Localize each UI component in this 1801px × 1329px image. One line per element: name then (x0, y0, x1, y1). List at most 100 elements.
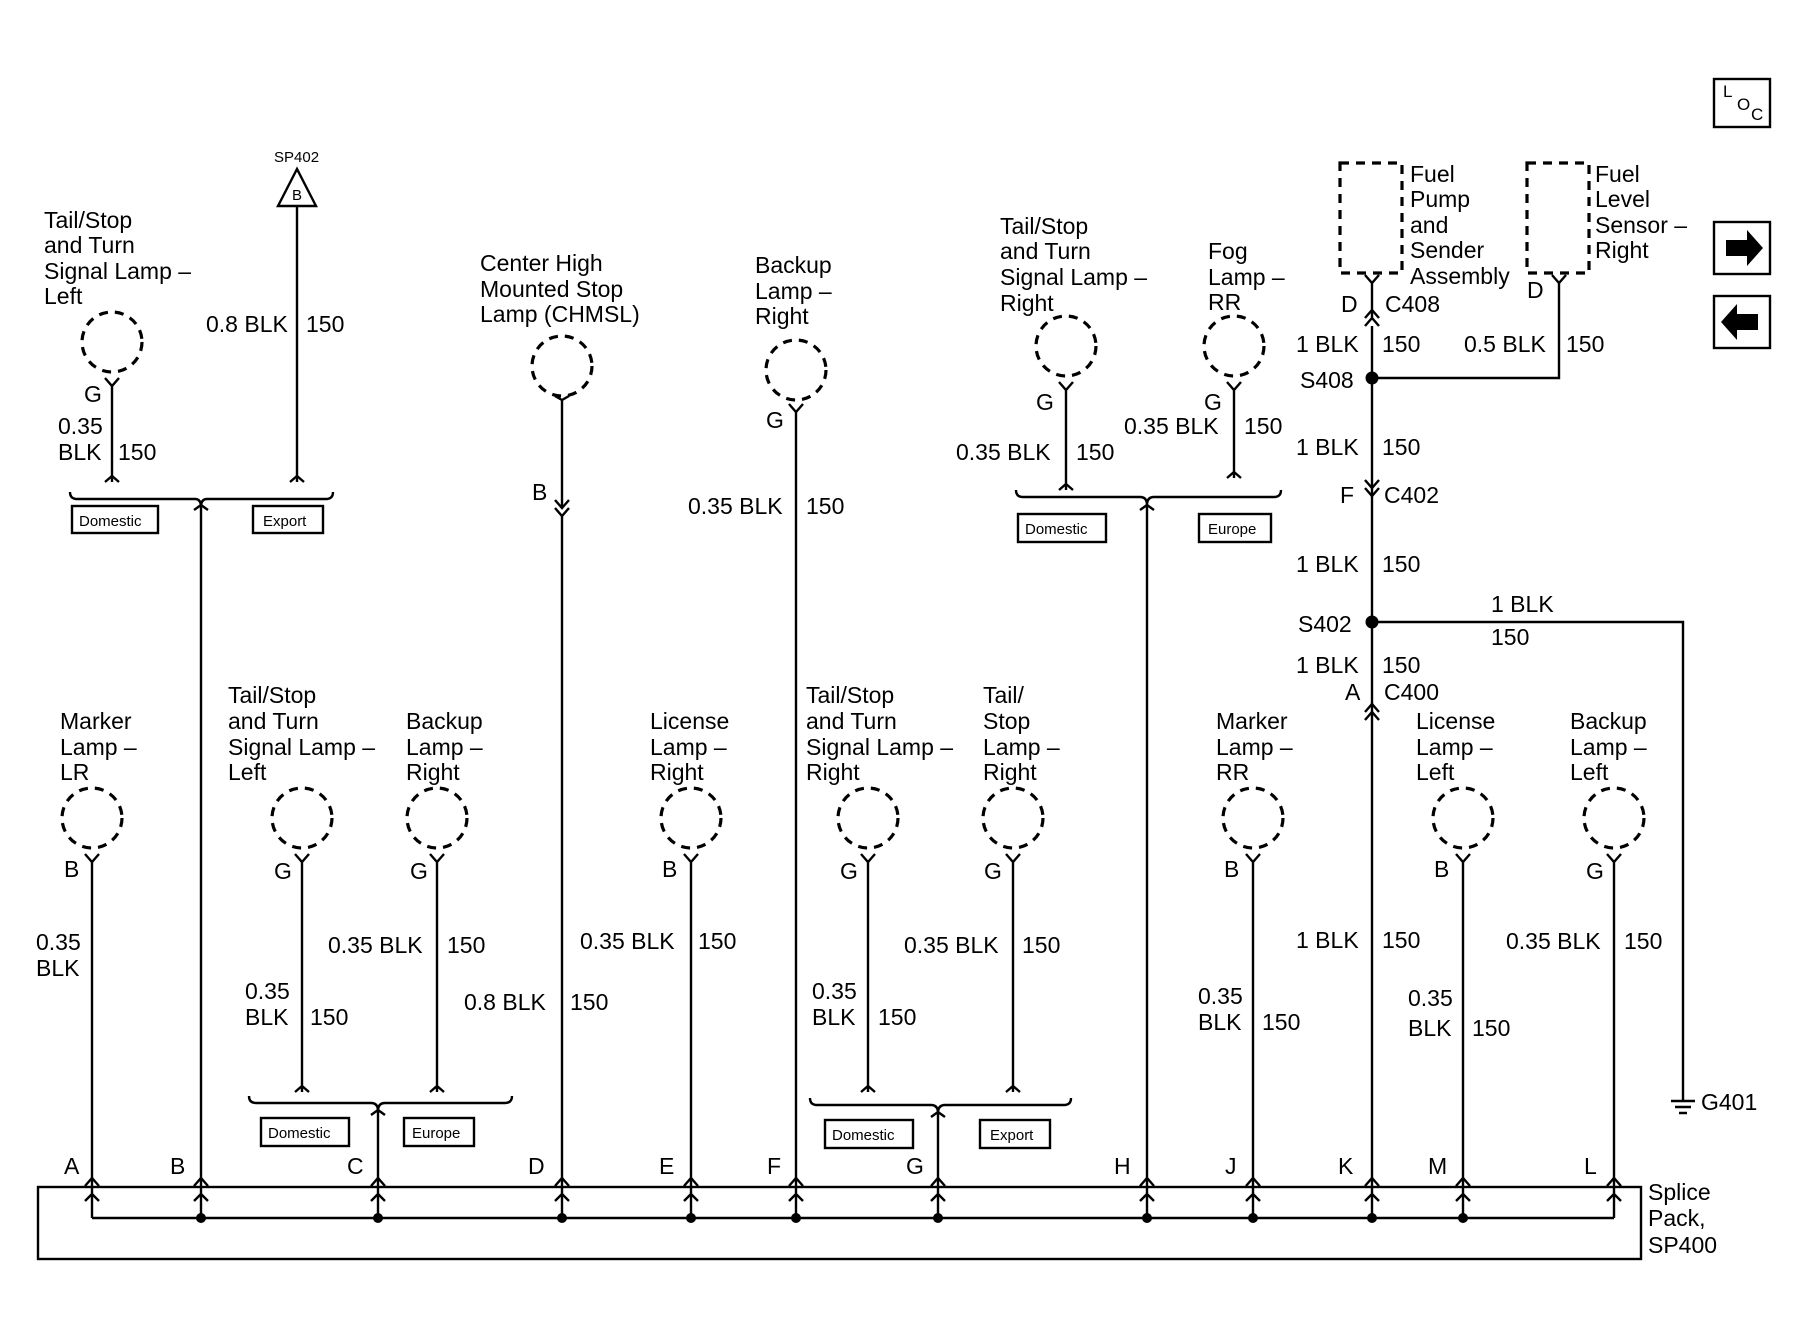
loc-icon[interactable]: L O C (1712, 77, 1772, 129)
svg-text:G: G (1204, 389, 1222, 415)
svg-text:1 BLK: 1 BLK (1296, 434, 1359, 460)
svg-text:Signal Lamp –: Signal Lamp – (1000, 264, 1147, 290)
svg-text:0.8 BLK: 0.8 BLK (206, 311, 288, 337)
svg-text:0.35: 0.35 (58, 413, 103, 439)
svg-text:Right: Right (983, 759, 1037, 785)
arrow-right-icon[interactable] (1712, 220, 1772, 276)
svg-text:B: B (1434, 856, 1449, 882)
svg-text:RR: RR (1216, 759, 1249, 785)
lamp-symbol (1221, 786, 1285, 850)
tail-stop-lamp-right: Tail/ Stop Lamp – Right G (981, 682, 1060, 884)
splice-pack-pin-connector (193, 1176, 209, 1218)
svg-text:LR: LR (60, 759, 89, 785)
svg-text:150: 150 (1244, 413, 1282, 439)
svg-text:Left: Left (1416, 759, 1455, 785)
fuel-pump-sender-assembly: Fuel Pump and Sender Assembly (1338, 161, 1510, 289)
svg-text:Right: Right (1595, 237, 1649, 263)
svg-text:G: G (274, 858, 292, 884)
svg-text:Level: Level (1595, 186, 1650, 212)
lamp-symbol (764, 338, 828, 402)
option-europe: Europe (402, 1116, 476, 1148)
svg-text:1 BLK: 1 BLK (1296, 652, 1359, 678)
svg-text:0.35 BLK: 0.35 BLK (1124, 413, 1219, 439)
svg-text:Lamp –: Lamp – (1570, 734, 1647, 760)
svg-text:B: B (662, 856, 677, 882)
svg-text:1 BLK: 1 BLK (1296, 331, 1359, 357)
svg-text:RR: RR (1208, 289, 1241, 315)
svg-text:Signal Lamp –: Signal Lamp – (44, 258, 191, 284)
svg-text:G: G (410, 858, 428, 884)
svg-text:Tail/: Tail/ (983, 682, 1025, 708)
svg-text:150: 150 (878, 1004, 916, 1030)
splice-junction-dot (933, 1213, 943, 1223)
svg-text:Lamp –: Lamp – (1216, 734, 1293, 760)
svg-text:0.35: 0.35 (1408, 985, 1453, 1011)
option-europe: Europe (1197, 512, 1273, 544)
svg-text:0.35: 0.35 (245, 978, 290, 1004)
splice-pack-sp400: Splice Pack, SP400 (36, 1179, 1717, 1261)
svg-text:Domestic: Domestic (1025, 521, 1088, 538)
svg-text:Export: Export (263, 513, 307, 530)
splice-junction-dot (557, 1213, 567, 1223)
svg-text:0.5 BLK: 0.5 BLK (1464, 331, 1546, 357)
svg-text:0.8 BLK: 0.8 BLK (464, 989, 546, 1015)
svg-text:Tail/Stop: Tail/Stop (1000, 213, 1088, 239)
svg-text:BLK: BLK (812, 1004, 856, 1030)
splice-pack-pin-connector (370, 1176, 386, 1218)
svg-text:Lamp –: Lamp – (406, 734, 483, 760)
backup-lamp-left: Backup Lamp – Left G (1570, 708, 1647, 884)
svg-text:0.35 BLK: 0.35 BLK (688, 493, 783, 519)
svg-text:Stop: Stop (983, 708, 1030, 734)
lamp-symbol (1582, 786, 1646, 850)
svg-text:and Turn: and Turn (806, 708, 897, 734)
svg-text:Marker: Marker (1216, 708, 1288, 734)
marker-lamp-lr: Marker Lamp – LR B (60, 708, 137, 882)
svg-text:BLK: BLK (58, 439, 102, 465)
svg-text:M: M (1428, 1153, 1447, 1179)
svg-text:Europe: Europe (412, 1125, 460, 1142)
svg-text:D: D (1527, 277, 1544, 303)
svg-text:C: C (1751, 105, 1763, 124)
svg-text:Tail/Stop: Tail/Stop (44, 207, 132, 233)
svg-text:Center High: Center High (480, 250, 603, 276)
svg-text:BLK: BLK (245, 1004, 289, 1030)
sp402-triangle: SP402 B (274, 149, 319, 208)
splice-junction-dot (373, 1213, 383, 1223)
svg-text:F: F (1340, 482, 1354, 508)
splice-pack-pin-connector (1139, 1176, 1155, 1218)
splice-pack-pin-connector (554, 1176, 570, 1218)
option-domestic: Domestic (1016, 512, 1108, 544)
backup-lamp-right-bottom: Backup Lamp – Right G (405, 708, 483, 884)
tail-stop-turn-lamp-left-bottom: Tail/Stop and Turn Signal Lamp – Left G (228, 682, 375, 884)
svg-text:0.35: 0.35 (812, 978, 857, 1004)
svg-text:1 BLK: 1 BLK (1491, 591, 1554, 617)
lamp-symbol (1202, 314, 1266, 378)
svg-text:Backup: Backup (1570, 708, 1647, 734)
svg-text:Tail/Stop: Tail/Stop (806, 682, 894, 708)
svg-text:C408: C408 (1385, 291, 1440, 317)
svg-text:Signal Lamp –: Signal Lamp – (806, 734, 953, 760)
license-lamp-right: License Lamp – Right B (650, 708, 729, 882)
svg-text:Lamp –: Lamp – (1416, 734, 1493, 760)
svg-text:Tail/Stop: Tail/Stop (228, 682, 316, 708)
svg-text:SP402: SP402 (274, 149, 319, 166)
fuel-level-sensor-right: Fuel Level Sensor – Right (1525, 161, 1687, 275)
svg-text:B: B (1224, 856, 1239, 882)
svg-text:Signal Lamp –: Signal Lamp – (228, 734, 375, 760)
svg-text:S408: S408 (1300, 367, 1354, 393)
svg-text:E: E (659, 1153, 674, 1179)
svg-text:150: 150 (306, 311, 344, 337)
svg-text:Domestic: Domestic (79, 513, 142, 530)
arrow-left-icon[interactable] (1712, 294, 1772, 350)
svg-text:C: C (347, 1153, 364, 1179)
svg-text:150: 150 (1022, 932, 1060, 958)
svg-text:G: G (984, 858, 1002, 884)
svg-text:150: 150 (1566, 331, 1604, 357)
svg-text:G: G (1586, 858, 1604, 884)
svg-text:D: D (1341, 291, 1358, 317)
svg-text:and Turn: and Turn (228, 708, 319, 734)
option-domestic: Domestic (823, 1118, 915, 1150)
splice-s408 (1365, 371, 1379, 385)
tail-stop-turn-lamp-left-top: Tail/Stop and Turn Signal Lamp – Left G (44, 207, 191, 407)
